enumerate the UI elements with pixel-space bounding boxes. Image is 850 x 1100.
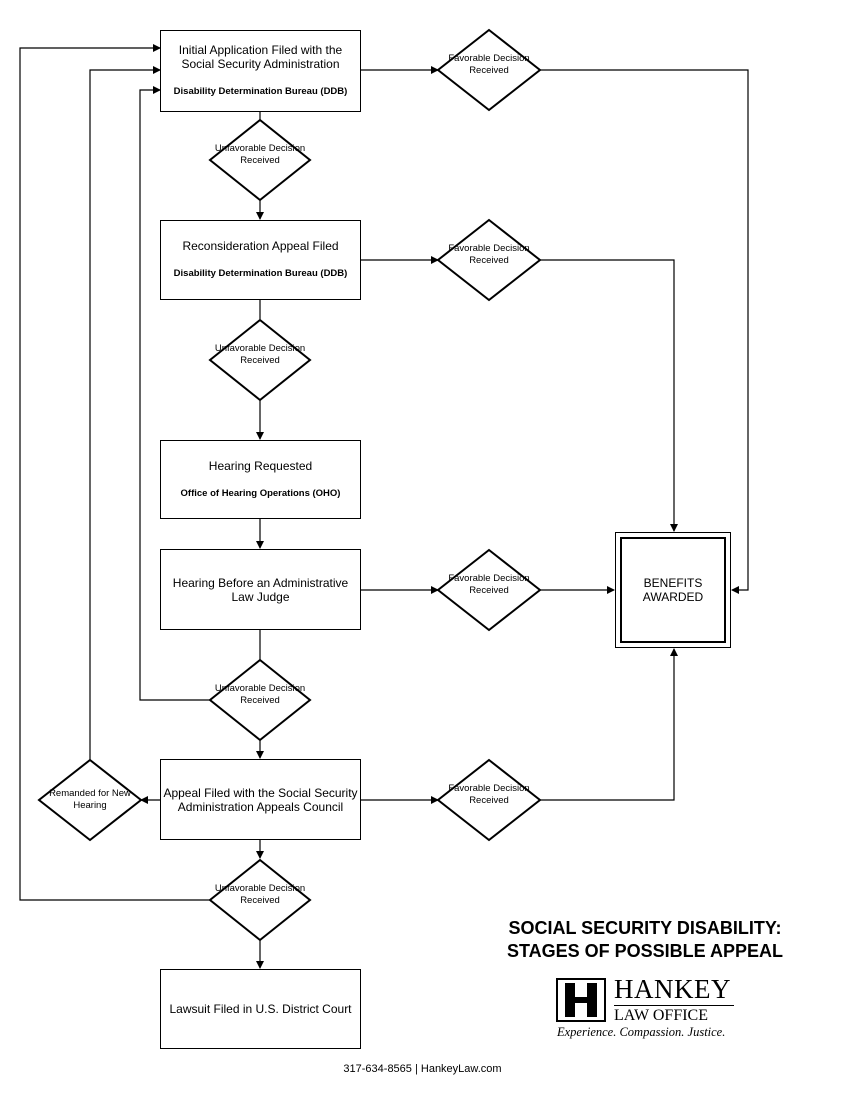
box-reconsideration-sublabel: Disability Determination Bureau (DDB)	[173, 268, 348, 279]
arrow-fav1-to-benefits	[540, 69, 749, 594]
diamond-unfavorable-2	[208, 318, 312, 402]
benefits-awarded-box: BENEFITS AWARDED	[615, 532, 731, 648]
benefits-awarded-label: BENEFITS AWARDED	[642, 576, 704, 604]
arrow-remanded-loop-to-initial	[89, 66, 161, 760]
box-appeals-council-label: Appeal Filed with the Social Security Ad…	[163, 785, 358, 814]
diamond-favorable-4	[436, 758, 542, 842]
diamond-favorable-2-label: Favorable Decision Received	[448, 243, 530, 266]
footer-contact: 317-634-8565 | HankeyLaw.com	[343, 1063, 502, 1075]
logo-office: LAW OFFICE	[614, 1007, 708, 1024]
box-initial-application-label: Initial Application Filed with the Socia…	[178, 43, 343, 71]
diamond-remanded	[37, 758, 143, 842]
diamond-unfavorable-3-label: Unfavorable Decision Received	[214, 683, 306, 706]
box-hearing-requested-label: Hearing Requested	[208, 458, 313, 473]
logo-name: HANKEY	[614, 974, 731, 1004]
diamond-remanded-label: Remanded for New Hearing	[49, 788, 131, 811]
arrow-fav2-to-benefits	[540, 259, 678, 532]
diamond-unfavorable-4	[208, 858, 312, 942]
page-title: SOCIAL SECURITY DISABILITY: STAGES OF PO…	[506, 918, 784, 961]
diamond-favorable-1-label: Favorable Decision Received	[448, 53, 530, 76]
box-hearing-alj: Hearing Before an Administrative Law Jud…	[160, 549, 361, 630]
diamond-unfavorable-1-label: Unfavorable Decision Received	[214, 143, 306, 166]
diamond-unfavorable-4-label: Unfavorable Decision Received	[214, 883, 306, 906]
box-lawsuit-label: Lawsuit Filed in U.S. District Court	[169, 1002, 352, 1016]
diamond-favorable-1	[436, 28, 542, 112]
logo-rule	[614, 1005, 734, 1006]
box-hearing-requested-sublabel: Office of Hearing Operations (OHO)	[180, 487, 341, 499]
arrow-fav4-to-benefits	[540, 648, 678, 801]
arrow-unfav3-loop-to-initial	[139, 86, 210, 701]
box-initial-application: Initial Application Filed with the Socia…	[160, 30, 361, 112]
diamond-unfavorable-2-label: Unfavorable Decision Received	[214, 343, 306, 366]
logo-tagline: Experience. Compassion. Justice.	[557, 1025, 726, 1039]
box-hearing-requested: Hearing Requested Office of Hearing Oper…	[160, 440, 361, 519]
box-hearing-alj-label: Hearing Before an Administrative Law Jud…	[172, 575, 349, 604]
box-reconsideration-label: Reconsideration Appeal Filed	[182, 239, 339, 253]
hankey-logo: HANKEY LAW OFFICE Experience. Compassion…	[556, 974, 746, 1046]
diamond-favorable-2	[436, 218, 542, 302]
diamond-favorable-3-label: Favorable Decision Received	[448, 573, 530, 596]
arrow-unfav4-loop-to-initial	[19, 44, 210, 901]
logo-h-mark	[556, 978, 606, 1022]
box-initial-application-sublabel: Disability Determination Bureau (DDB)	[173, 86, 348, 97]
diamond-unfavorable-3	[208, 658, 312, 742]
diamond-favorable-4-label: Favorable Decision Received	[448, 783, 530, 806]
box-lawsuit: Lawsuit Filed in U.S. District Court	[160, 969, 361, 1049]
diamond-favorable-3	[436, 548, 542, 632]
box-appeals-council: Appeal Filed with the Social Security Ad…	[160, 759, 361, 840]
box-reconsideration: Reconsideration Appeal Filed Disability …	[160, 220, 361, 300]
diamond-unfavorable-1	[208, 118, 312, 202]
